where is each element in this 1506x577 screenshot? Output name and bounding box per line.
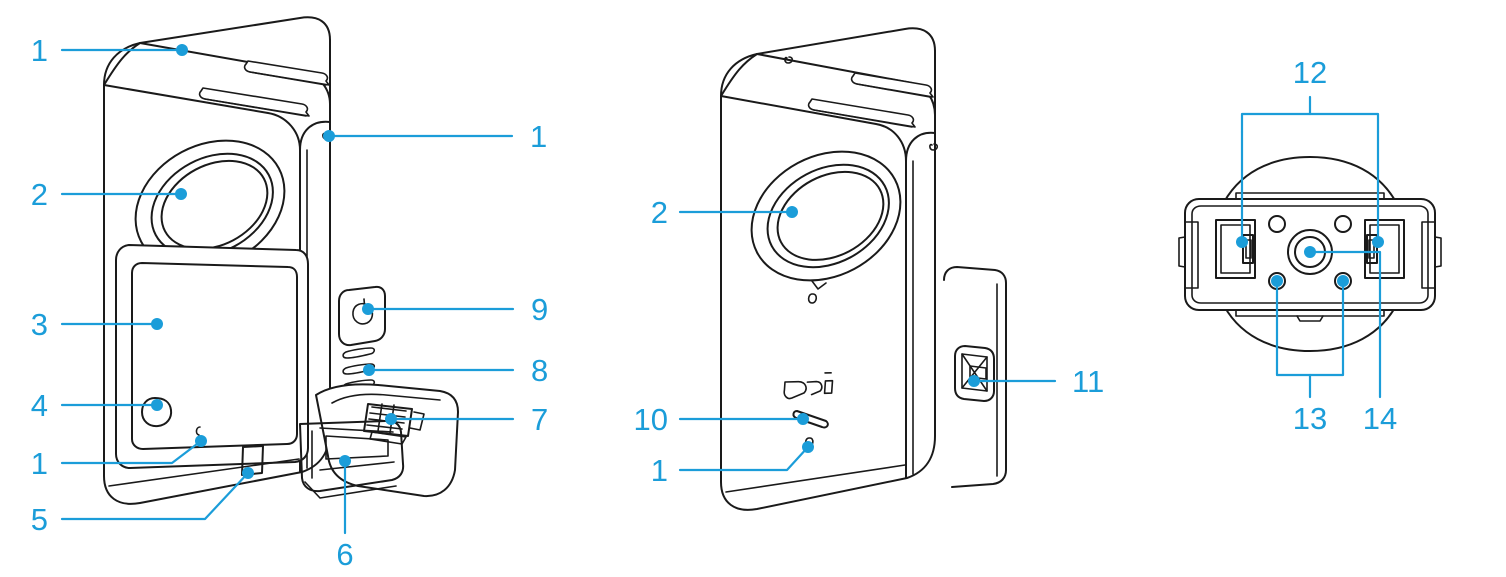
callout-label-1b: 1 <box>530 119 547 154</box>
view-rear-right-iso: 2 10 1 11 <box>634 27 1104 511</box>
dot-7 <box>385 413 397 425</box>
indicator-window <box>241 445 264 476</box>
top-vent-slot-inner <box>243 60 330 86</box>
bottom-plate-top-rail <box>1235 192 1385 200</box>
bottom-plate-bottom-tab <box>1296 315 1324 322</box>
bottom-left-wing <box>1184 221 1199 289</box>
dot-13-left <box>1271 275 1283 287</box>
rear-lens-mid-ring <box>766 163 890 269</box>
dot-12-right <box>1372 236 1384 248</box>
callout-label-13: 13 <box>1293 401 1327 436</box>
callout-label-8: 8 <box>531 353 548 388</box>
rear-lens-group <box>750 150 902 282</box>
bottom-plate-bottom-rail <box>1235 309 1385 317</box>
leader-5 <box>60 471 250 521</box>
callout-label-4: 4 <box>31 388 48 423</box>
rear-lens-glass <box>776 170 885 261</box>
dot-v2-1 <box>802 441 814 453</box>
battery-door-inner-edge <box>331 393 441 404</box>
dot-12-left <box>1236 236 1248 248</box>
dot-14 <box>1304 246 1316 258</box>
callout-label-9: 9 <box>531 292 548 327</box>
top-vent-slot-outer <box>198 87 310 117</box>
dot-1b <box>323 130 335 142</box>
rear-vent-slot-inner-line <box>856 83 931 98</box>
dot-6 <box>339 455 351 467</box>
callout-label-v2-11: 11 <box>1072 364 1104 399</box>
touchscreen-bezel <box>115 244 309 469</box>
dot-8 <box>363 364 375 376</box>
dot-2 <box>175 188 187 200</box>
callout-label-v2-2: 2 <box>651 195 668 230</box>
microphone-bottom-icon <box>195 426 201 442</box>
callout-leaders-view2 <box>678 206 1057 472</box>
bottom-hole-upper-left <box>1268 215 1286 233</box>
rear-vent-slot-outer <box>807 98 916 128</box>
microphone-rear-top-left-icon <box>784 56 794 64</box>
compartment-inner-lip <box>311 427 395 479</box>
rear-vent-slot-inner <box>850 72 934 98</box>
bottom-right-wing <box>1421 221 1436 289</box>
bottom-right-wing-nub <box>1434 236 1442 268</box>
dot-v2-10 <box>797 413 809 425</box>
leader-14 <box>1308 250 1382 399</box>
callout-label-1a: 1 <box>31 33 48 68</box>
dot-1a <box>176 44 188 56</box>
leader-v2-1 <box>678 445 810 472</box>
callout-label-2: 2 <box>31 177 48 212</box>
dot-3 <box>151 318 163 330</box>
bottom-plate-inner-outline <box>1191 205 1429 304</box>
dot-v2-11 <box>968 375 980 387</box>
leader-1c <box>60 439 203 465</box>
compartment-shadow <box>304 481 397 499</box>
dot-4 <box>151 399 163 411</box>
dot-9 <box>362 303 374 315</box>
callout-leaders-view3 <box>1236 95 1384 399</box>
callout-label-12: 12 <box>1293 55 1327 90</box>
top-vent-slot-outer-line <box>204 98 307 117</box>
power-button <box>338 285 386 347</box>
bottom-lens-bulge-top <box>1220 156 1400 209</box>
callout-label-3: 3 <box>31 307 48 342</box>
bottom-left-wing-nub <box>1178 236 1186 268</box>
microphone-rear-top-right-icon <box>929 143 939 151</box>
rear-lens-notch <box>811 280 827 290</box>
callout-label-v2-1: 1 <box>651 453 668 488</box>
callout-label-14: 14 <box>1363 401 1397 436</box>
camera-top-deck-edge <box>103 42 141 86</box>
top-vent-slot-inner-line <box>249 71 327 86</box>
bottom-hole-upper-right <box>1334 215 1352 233</box>
camera-right-side-panel <box>299 120 331 151</box>
rear-lens-pinhole <box>807 293 818 304</box>
dot-5 <box>242 467 254 479</box>
rear-vent-slot-outer-line <box>813 109 913 128</box>
callout-label-7: 7 <box>531 402 548 437</box>
callout-label-1c: 1 <box>31 446 48 481</box>
callout-label-6: 6 <box>336 537 353 572</box>
status-led <box>792 410 829 429</box>
touchscreen-active-area <box>131 262 298 450</box>
dot-v2-2 <box>786 206 798 218</box>
front-lens-group <box>134 139 286 271</box>
rear-top-deck-edge <box>720 53 758 97</box>
front-bottom-rim <box>108 458 300 487</box>
callout-leaders-view1 <box>60 44 515 535</box>
compartment-card-rail <box>325 435 389 460</box>
dot-13-right <box>1337 275 1349 287</box>
view-front-left-iso: 1 1 2 3 4 1 5 6 7 8 9 <box>31 16 548 572</box>
lens-mid-ring <box>150 152 274 258</box>
callout-label-v2-10: 10 <box>634 402 668 437</box>
leader-12-bracket <box>1240 112 1380 134</box>
lens-glass <box>160 159 269 250</box>
dot-1c <box>195 435 207 447</box>
usb-c-port <box>954 345 995 402</box>
view-bottom: 12 13 14 <box>1178 55 1442 436</box>
callout-label-5: 5 <box>31 502 48 537</box>
dji-logo-icon <box>783 372 834 400</box>
side-door-panel <box>943 266 1007 488</box>
rear-bottom-rim <box>725 464 906 493</box>
quick-release-latch-left <box>1215 219 1256 279</box>
rear-right-side-panel <box>905 131 936 162</box>
